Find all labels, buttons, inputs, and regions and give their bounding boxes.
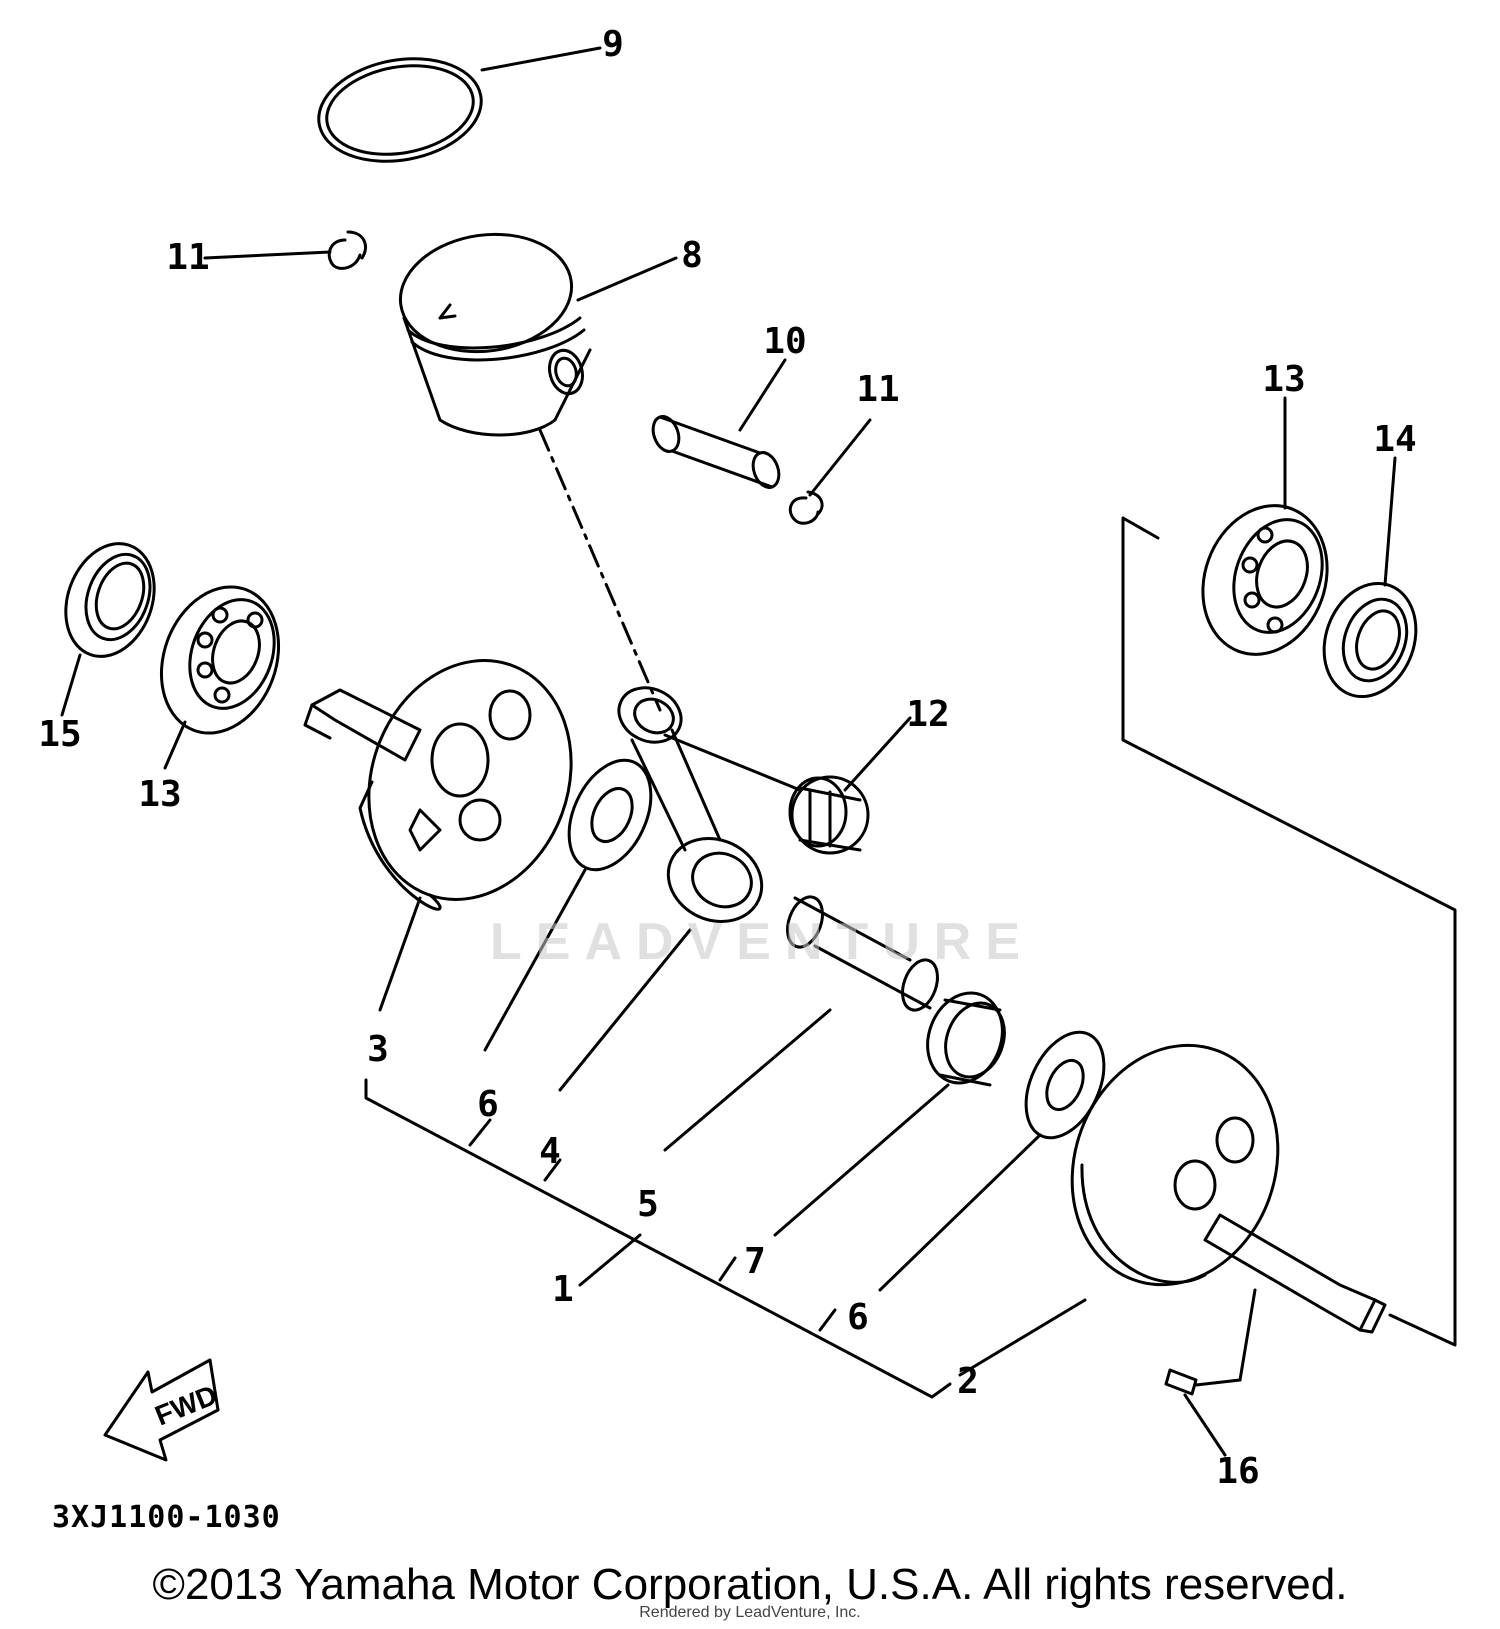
- key-line: [1194, 1378, 1242, 1387]
- centre-line-rod: [663, 733, 802, 792]
- leader-16: [1183, 1393, 1227, 1457]
- connecting-rod: [617, 686, 764, 924]
- leader-7: [773, 1083, 950, 1237]
- leader-1: [578, 1233, 642, 1287]
- oil-seal-right: [1322, 581, 1418, 699]
- leader-6a: [483, 868, 587, 1052]
- callout-11-top: 11: [166, 237, 210, 278]
- callout-4: 4: [539, 1131, 561, 1172]
- tick-6b: [818, 1308, 837, 1332]
- oil-seal-left: [64, 542, 156, 658]
- bracket-assembly: [364, 1078, 952, 1399]
- callout-8: 8: [681, 235, 703, 276]
- leader-8: [576, 256, 678, 302]
- crank-pin: [786, 895, 939, 1012]
- callout-14: 14: [1373, 419, 1417, 460]
- piston-ring: [317, 57, 483, 163]
- leader-13a: [163, 720, 187, 770]
- callout-3: 3: [367, 1029, 389, 1070]
- centre-line-piston: [538, 428, 662, 712]
- bearing-right: [1201, 504, 1329, 656]
- crank-left: [303, 659, 573, 911]
- leader-9: [480, 46, 602, 72]
- callout-15: 15: [38, 714, 82, 755]
- callout-10: 10: [763, 321, 807, 362]
- woodruff-key: [1164, 1368, 1198, 1396]
- diagram-code: 3XJ1100-1030: [52, 1500, 281, 1535]
- callout-6-left: 6: [477, 1084, 499, 1125]
- bracket-right: [1121, 516, 1457, 1347]
- callout-13-left: 13: [138, 774, 182, 815]
- leader-4: [558, 928, 692, 1092]
- copyright-notice: ©2013 Yamaha Motor Corporation, U.S.A. A…: [152, 1560, 1348, 1609]
- leader-11b: [808, 418, 872, 497]
- needle-bearing-big: [926, 991, 1006, 1087]
- washer-right: [1024, 1030, 1106, 1140]
- bearing-left: [159, 585, 281, 735]
- callout-6-right: 6: [847, 1297, 869, 1338]
- watermark: LEADVENTURE: [490, 913, 1035, 971]
- tick-6: [468, 1118, 492, 1147]
- leader-10: [738, 358, 787, 432]
- callout-1: 1: [552, 1269, 574, 1310]
- piston-pin: [651, 415, 781, 489]
- callout-11-right: 11: [856, 369, 900, 410]
- piston: [398, 232, 592, 437]
- leader-6b: [878, 1133, 1042, 1292]
- leader-11a: [203, 250, 332, 260]
- callout-13-right: 13: [1262, 359, 1306, 400]
- circlip-top: [327, 230, 367, 270]
- leader-14: [1383, 456, 1397, 587]
- tick-7: [718, 1256, 737, 1282]
- washer-left: [567, 758, 653, 872]
- rendered-by: Rendered by LeadVenture, Inc.: [639, 1604, 861, 1621]
- callout-5: 5: [637, 1184, 659, 1225]
- leader-15: [60, 653, 82, 717]
- leader-2: [958, 1298, 1087, 1377]
- callout-2: 2: [957, 1361, 979, 1402]
- tick-4: [543, 1158, 562, 1182]
- fwd-arrow: [103, 1358, 220, 1462]
- circlip-right: [788, 490, 824, 525]
- crank-right: [1070, 1043, 1387, 1334]
- callout-16: 16: [1216, 1451, 1260, 1492]
- key-line-2: [1238, 1288, 1257, 1382]
- callout-12: 12: [906, 694, 950, 735]
- leader-3: [378, 896, 422, 1012]
- leader-5: [663, 1008, 832, 1152]
- callout-9: 9: [602, 24, 624, 65]
- needle-bearing-small: [788, 775, 870, 855]
- callout-7: 7: [744, 1241, 766, 1282]
- leader-12: [843, 716, 912, 792]
